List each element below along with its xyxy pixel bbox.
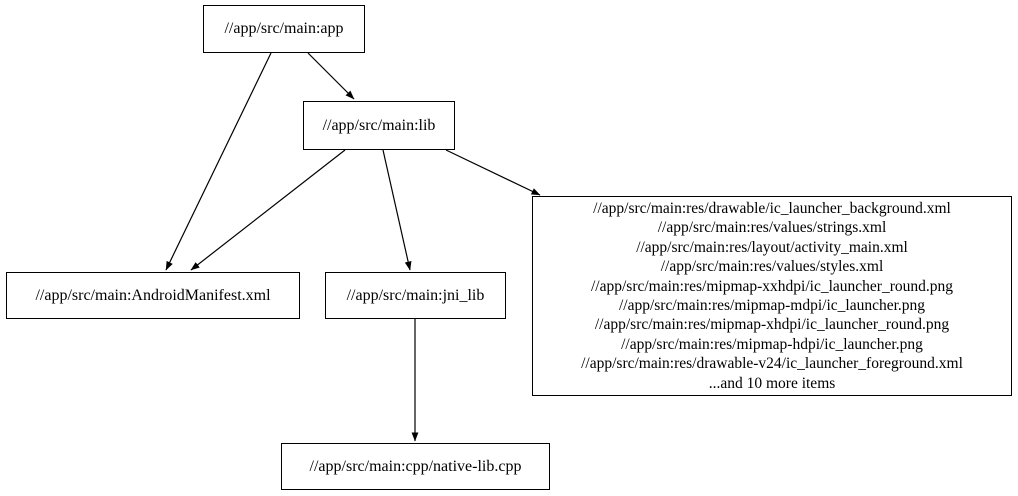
resource-item: //app/src/main:res/mipmap-xhdpi/ic_launc…: [594, 316, 950, 334]
resource-item: //app/src/main:res/mipmap-hdpi/ic_launch…: [621, 335, 923, 353]
edge-lib-resources: [445, 149, 541, 196]
resource-item: //app/src/main:res/mipmap-xxhdpi/ic_laun…: [590, 277, 953, 295]
resource-item: //app/src/main:res/values/styles.xml: [660, 258, 884, 276]
node-native-lib-cpp-label: //app/src/main:cpp/native-lib.cpp: [309, 457, 522, 475]
node-jni-lib-label: //app/src/main:jni_lib: [346, 286, 485, 304]
node-resources-list: //app/src/main:res/drawable/ic_launcher_…: [532, 196, 1012, 396]
edge-lib-manifest: [190, 149, 346, 271]
node-app-label: //app/src/main:app: [224, 20, 344, 38]
node-native-lib-cpp: //app/src/main:cpp/native-lib.cpp: [281, 443, 550, 490]
resource-item: //app/src/main:res/mipmap-mdpi/ic_launch…: [618, 297, 926, 314]
edge-app-lib: [307, 52, 355, 100]
resource-more-items: ...and 10 more items: [708, 374, 836, 392]
node-android-manifest-label: //app/src/main:AndroidManifest.xml: [35, 286, 271, 304]
edge-app-manifest: [165, 52, 272, 271]
resource-item: //app/src/main:res/drawable-v24/ic_launc…: [581, 355, 963, 373]
resource-item: //app/src/main:res/drawable/ic_launcher_…: [593, 199, 951, 217]
node-android-manifest: //app/src/main:AndroidManifest.xml: [6, 272, 300, 319]
node-lib-label: //app/src/main:lib: [322, 116, 436, 134]
resource-item: //app/src/main:res/values/strings.xml: [657, 219, 887, 237]
node-lib: //app/src/main:lib: [303, 101, 455, 150]
edge-lib-jni-lib: [382, 149, 412, 271]
node-app: //app/src/main:app: [203, 5, 365, 53]
node-jni-lib: //app/src/main:jni_lib: [325, 272, 506, 319]
resource-item: //app/src/main:res/layout/activity_main.…: [636, 238, 908, 256]
